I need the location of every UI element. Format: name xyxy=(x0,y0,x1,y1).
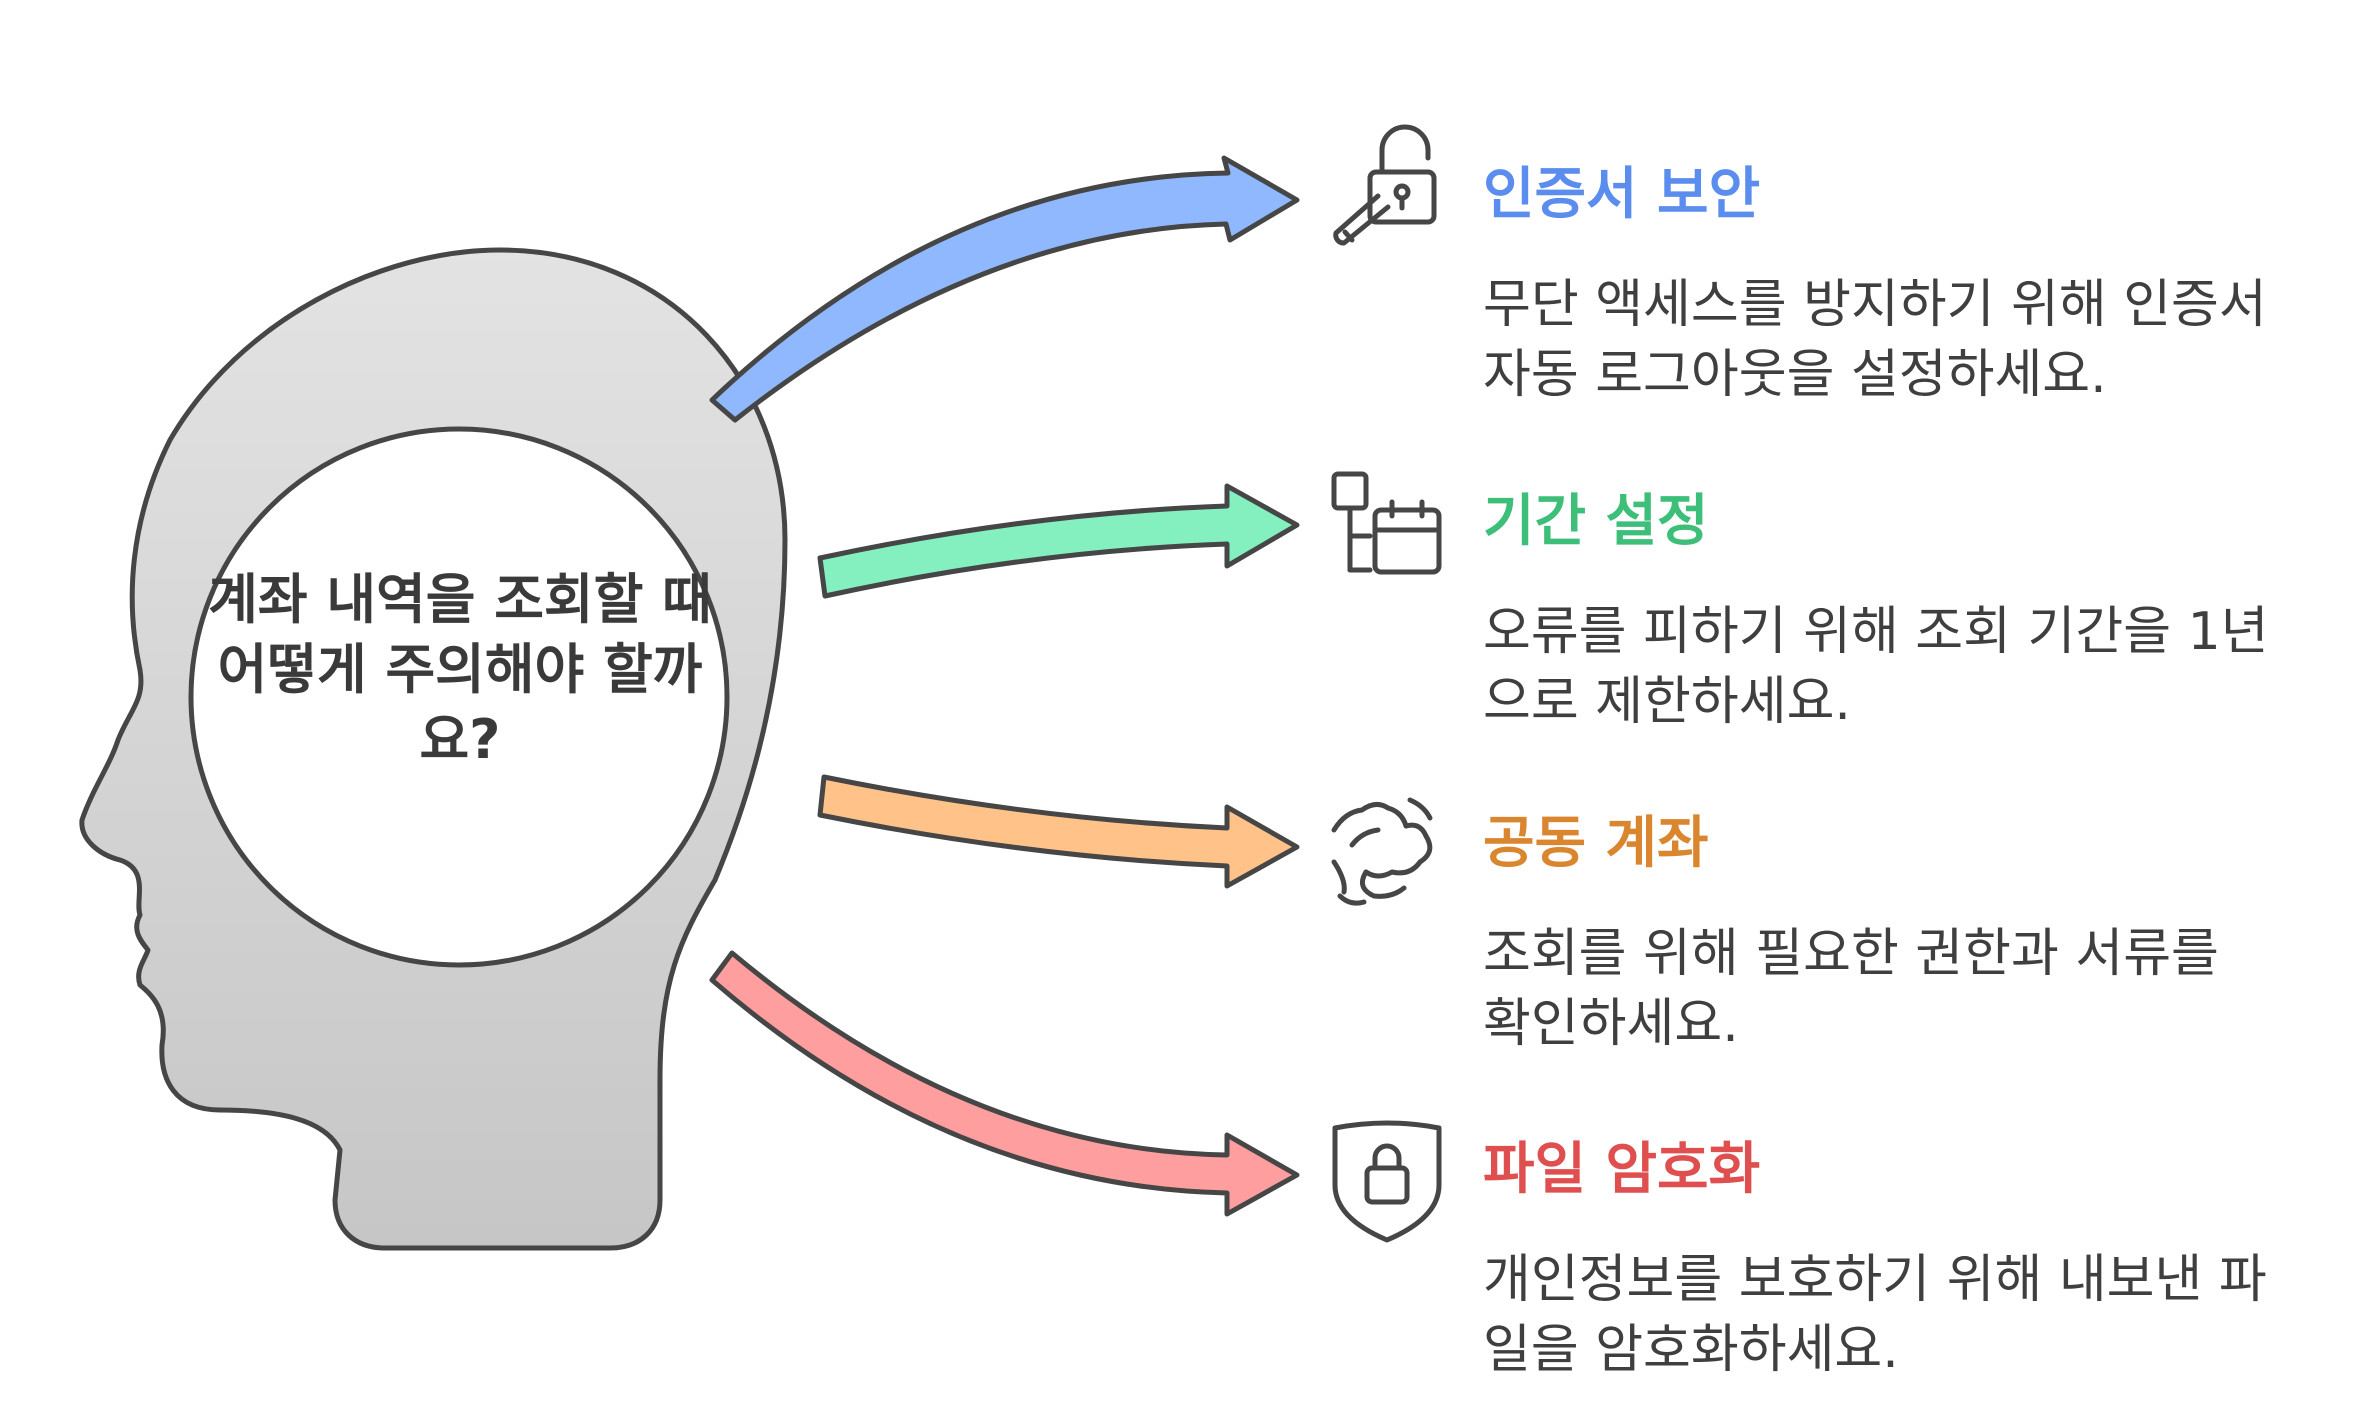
center-question: 계좌 내역을 조회할 때 어떻게 주의해야 할까요? xyxy=(208,568,712,771)
item-desc-joint-account: 조회를 위해 필요한 권한과 서류를 확인하세요. xyxy=(1483,924,2219,1054)
item-title-certificate-security: 인증서 보안 xyxy=(1483,162,1761,227)
arrow-item-4 xyxy=(709,950,1300,1217)
arrow-item-1 xyxy=(709,155,1300,423)
arrow-item-2 xyxy=(817,483,1300,599)
item-desc-period-setting: 오류를 피하기 위해 조회 기간을 1년으로 제한하세요. xyxy=(1483,602,2269,732)
handshake-icon xyxy=(1331,797,1433,906)
arrow-item-3 xyxy=(817,774,1300,889)
item-title-file-encryption: 파일 암호화 xyxy=(1483,1137,1761,1202)
shield-lock-icon xyxy=(1332,1120,1442,1243)
item-title-joint-account: 공동 계좌 xyxy=(1483,811,1709,876)
calendar-icon xyxy=(1331,471,1442,575)
item-desc-certificate-security: 무단 액세스를 방지하기 위해 인증서 자동 로그아웃을 설정하세요. xyxy=(1483,275,2267,405)
question-circle xyxy=(188,426,730,968)
key-unlock-icon xyxy=(1333,124,1437,246)
item-title-period-setting: 기간 설정 xyxy=(1483,489,1709,554)
item-desc-file-encryption: 개인정보를 보호하기 위해 내보낸 파일을 암호화하세요. xyxy=(1483,1250,2267,1380)
